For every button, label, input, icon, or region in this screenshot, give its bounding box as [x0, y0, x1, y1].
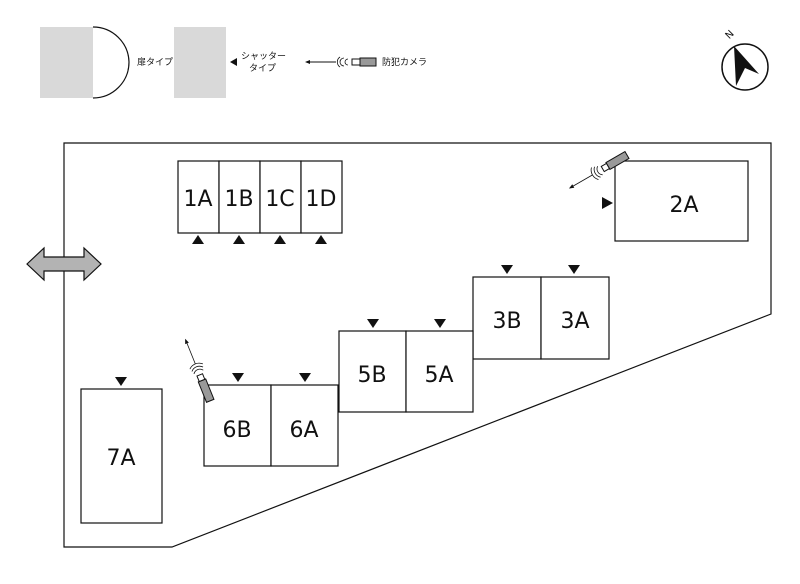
unit-6A-label: 6A — [289, 418, 318, 443]
unit-1D-label: 1D — [306, 187, 337, 212]
unit-3B-label: 3B — [492, 309, 521, 334]
units-row-1: 1A 1B 1C 1D — [177, 160, 343, 244]
compass-icon: N — [721, 29, 769, 91]
units-5: 5B 5A — [338, 319, 474, 413]
door-marker-icon — [299, 373, 311, 382]
unit-3A-label: 3A — [560, 309, 589, 334]
unit-1A-label: 1A — [183, 187, 212, 212]
unit-7A-label: 7A — [106, 446, 135, 471]
door-marker-icon — [568, 265, 580, 274]
unit-1C-label: 1C — [265, 187, 294, 212]
compass-north-label: N — [724, 29, 737, 42]
door-marker-icon — [233, 235, 245, 244]
door-swing-icon — [92, 26, 130, 99]
unit-1A — [177, 160, 220, 234]
unit-6B-label: 6B — [222, 418, 251, 443]
shutter-type-label-1: シャッター — [241, 51, 286, 62]
entrance-arrow-icon — [26, 246, 102, 282]
unit-2A — [614, 160, 749, 242]
units-3: 3B 3A — [472, 265, 610, 360]
unit-5B — [338, 330, 407, 413]
door-marker-icon — [232, 373, 244, 382]
unit-6A — [270, 384, 339, 467]
door-marker-icon — [602, 197, 613, 209]
unit-2A-group: 2A — [602, 160, 749, 242]
door-type-label: 扉タイプ — [137, 56, 173, 68]
door-marker-icon — [192, 235, 204, 244]
unit-1C — [259, 160, 302, 234]
door-marker-icon — [315, 235, 327, 244]
door-marker-icon — [367, 319, 379, 328]
shutter-type-swatch — [174, 27, 226, 98]
unit-1B — [218, 160, 261, 234]
camera-icon — [568, 150, 630, 189]
unit-5B-label: 5B — [357, 363, 386, 388]
shutter-marker-icon — [230, 58, 237, 66]
door-marker-icon — [501, 265, 513, 274]
shutter-type-label-2: タイプ — [249, 63, 276, 74]
door-type-swatch — [40, 27, 93, 98]
unit-5A-label: 5A — [424, 363, 453, 388]
site-boundary — [63, 142, 772, 548]
units-6: 6B 6A — [203, 373, 339, 467]
unit-7A — [80, 388, 163, 524]
unit-3A — [540, 276, 610, 360]
unit-7A-group: 7A — [80, 377, 163, 524]
unit-2A-label: 2A — [669, 193, 698, 218]
door-marker-icon — [274, 235, 286, 244]
camera-legend-icon — [305, 56, 377, 68]
legend: 扉タイプ シャッター タイプ 防犯カメラ — [40, 26, 427, 99]
camera-label: 防犯カメラ — [382, 56, 427, 68]
unit-5A — [405, 330, 474, 413]
door-marker-icon — [434, 319, 446, 328]
unit-1B-label: 1B — [224, 187, 253, 212]
unit-1D — [300, 160, 343, 234]
unit-3B — [472, 276, 542, 360]
door-marker-icon — [115, 377, 127, 386]
camera-icon — [185, 338, 215, 403]
